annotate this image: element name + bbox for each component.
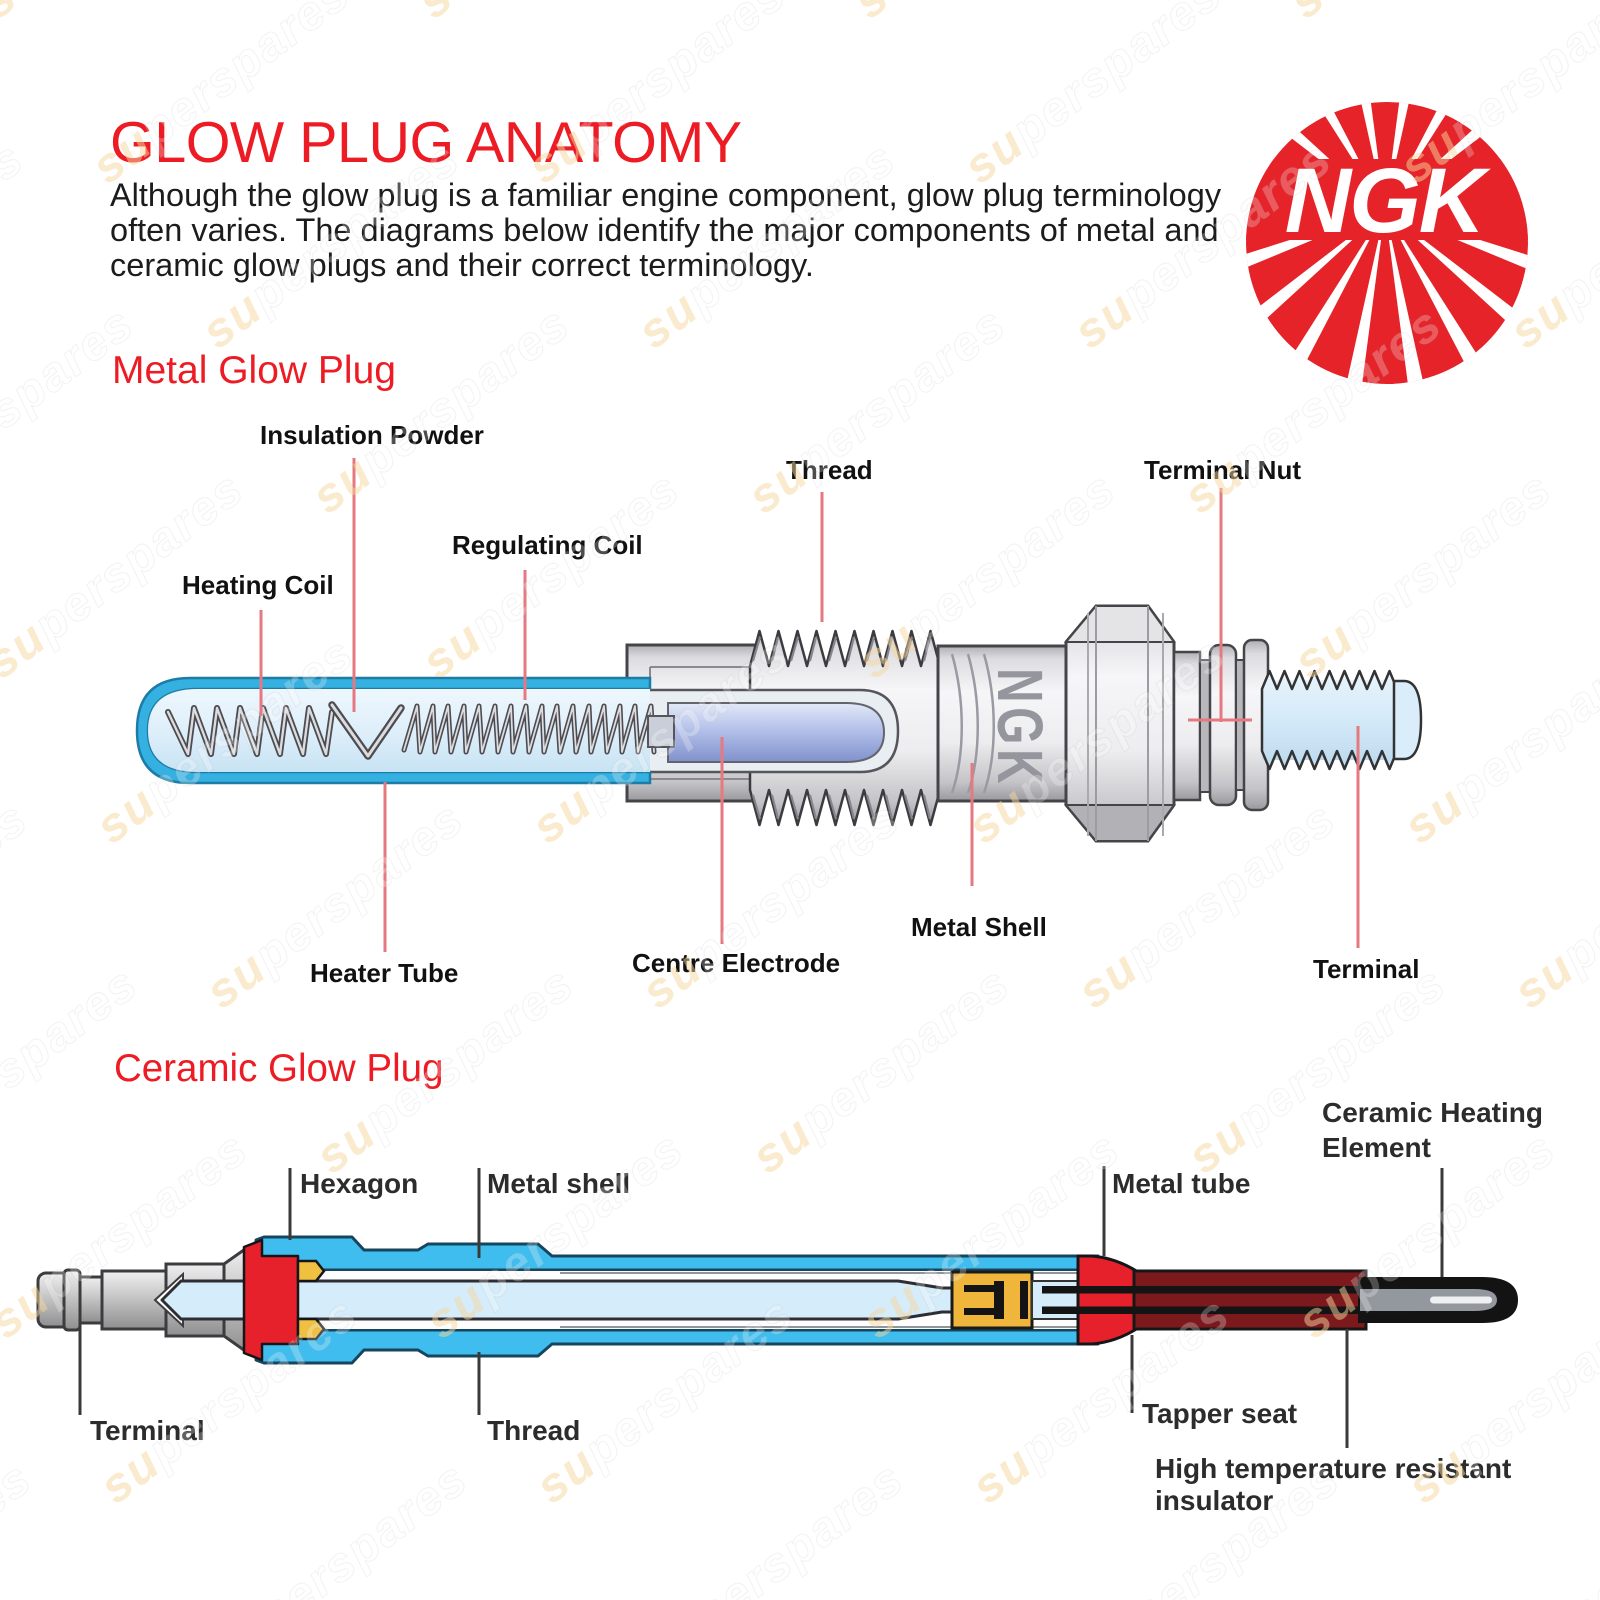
svg-text:NGK: NGK — [984, 668, 1055, 788]
svg-text:NGK: NGK — [1285, 150, 1492, 252]
